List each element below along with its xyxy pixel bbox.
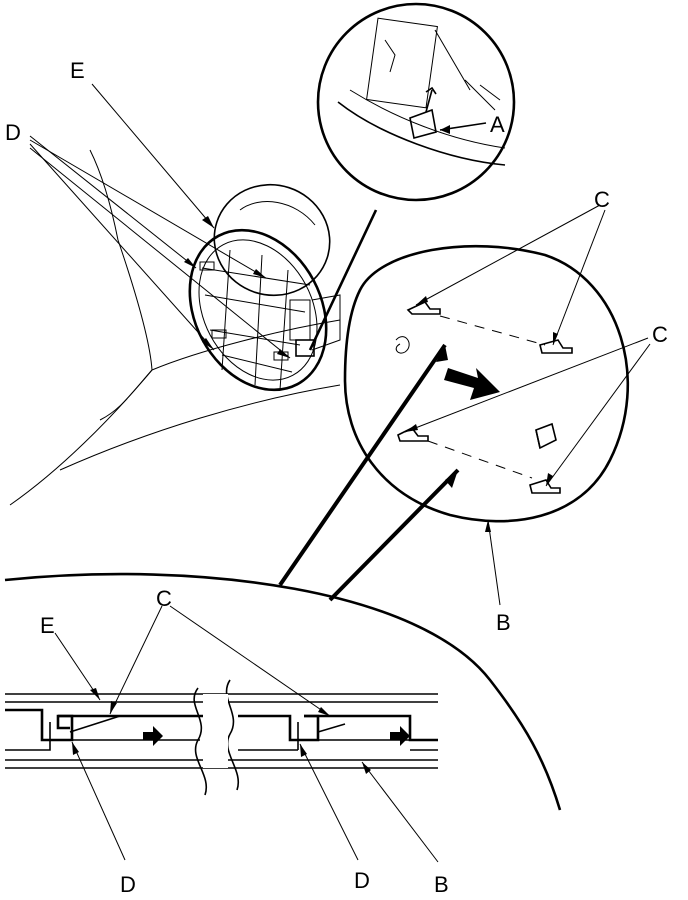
section-boundary bbox=[4, 572, 562, 811]
callout-d-bottom-left: D bbox=[120, 872, 136, 897]
callout-e-top: E bbox=[70, 58, 85, 83]
callout-c-bottom: C bbox=[156, 586, 172, 611]
right-arrow-icon bbox=[143, 726, 163, 746]
callout-c-top: C bbox=[594, 187, 610, 212]
callout-d-bottom-right: D bbox=[354, 868, 370, 893]
detail-oval-b bbox=[343, 244, 630, 523]
cross-section bbox=[5, 679, 438, 796]
vehicle-body-outline bbox=[9, 149, 341, 506]
leader-line bbox=[328, 468, 460, 602]
callout-c-mid: C bbox=[652, 322, 668, 347]
right-arrow-icon bbox=[390, 726, 410, 746]
leader-line bbox=[278, 343, 447, 587]
right-arrow-icon bbox=[444, 368, 500, 400]
fuel-lid-assembly bbox=[188, 183, 341, 392]
callout-e-bottom: E bbox=[40, 613, 55, 638]
callout-a: A bbox=[490, 112, 505, 137]
callout-d-top: D bbox=[5, 120, 21, 145]
callout-b-bottom: B bbox=[434, 872, 449, 897]
break-line-icon bbox=[193, 687, 208, 796]
detail-circle-a bbox=[308, 2, 516, 351]
callout-leaders bbox=[29, 83, 651, 863]
callout-b-mid: B bbox=[496, 610, 511, 635]
